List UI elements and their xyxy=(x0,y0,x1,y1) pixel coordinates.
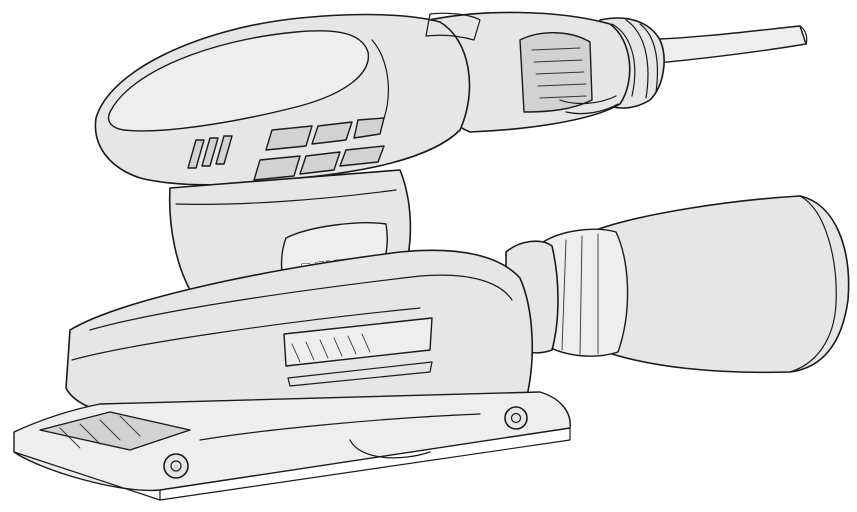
sanding-pad xyxy=(13,391,571,501)
dust-canister xyxy=(505,195,850,374)
side-vents xyxy=(187,117,385,181)
top-handle xyxy=(94,12,481,186)
paper-clamp-left xyxy=(163,453,189,479)
power-cord xyxy=(639,25,808,65)
rear-handle xyxy=(419,11,631,133)
base-housing xyxy=(65,249,534,420)
paper-clamp-right xyxy=(504,406,528,430)
